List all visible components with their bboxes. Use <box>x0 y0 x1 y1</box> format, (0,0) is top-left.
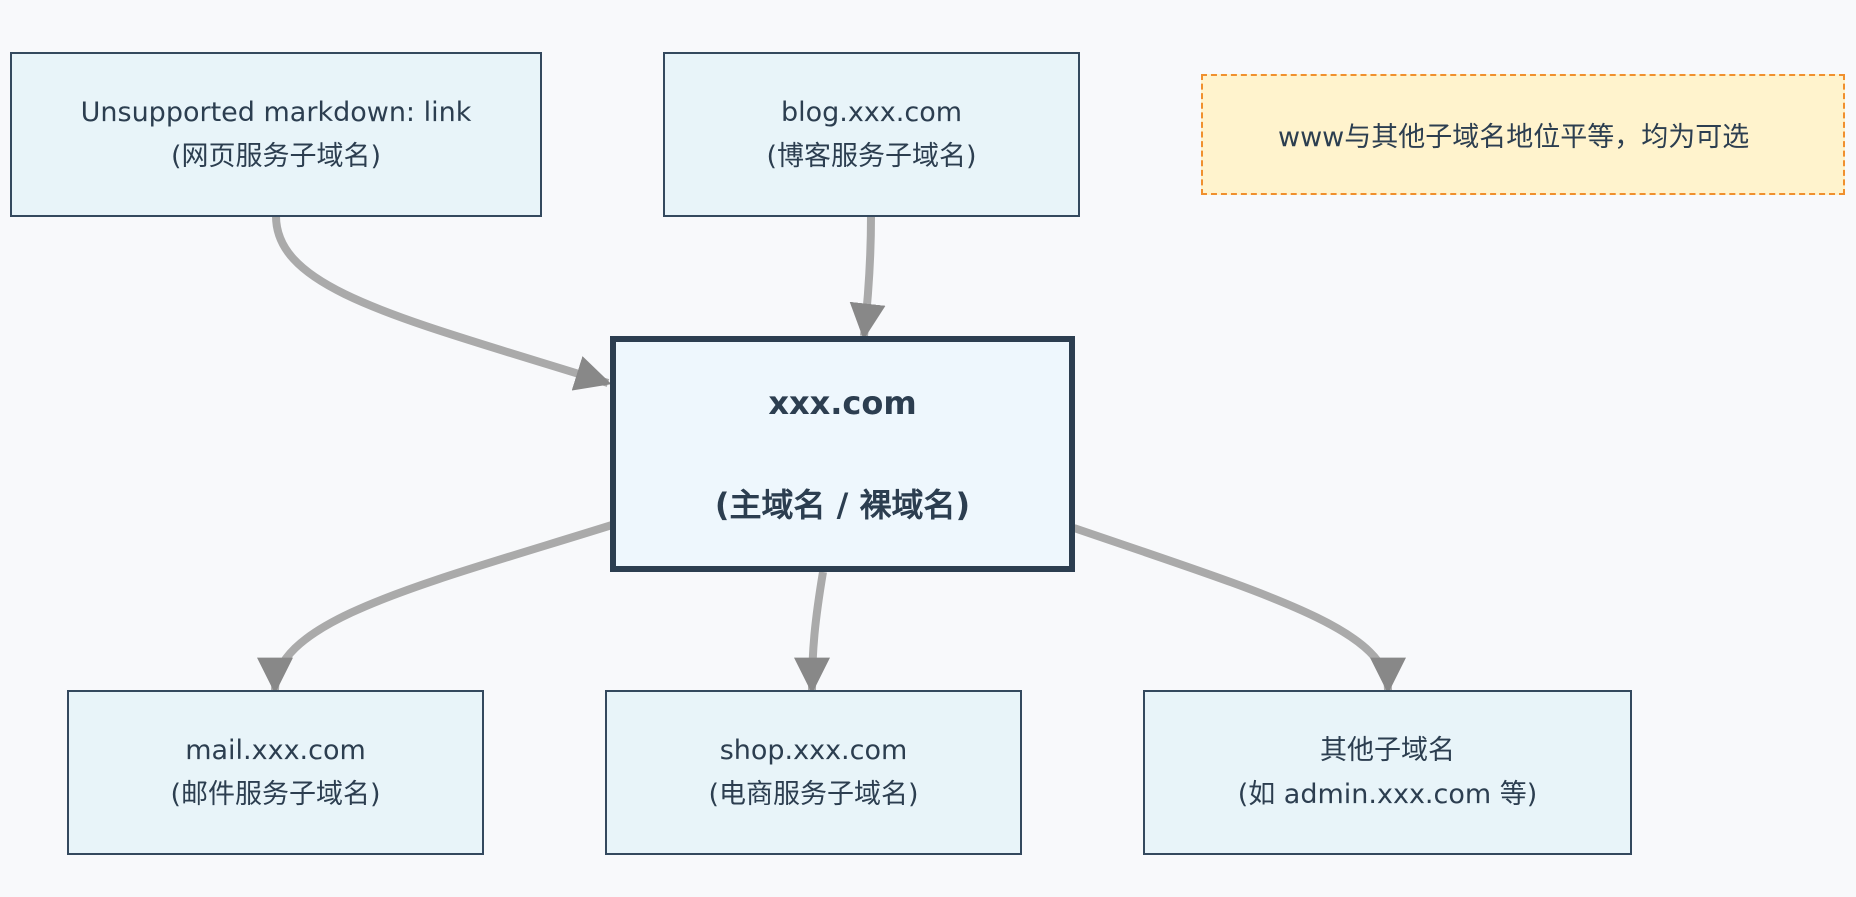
node-www-domain: Unsupported markdown: link <box>80 96 472 128</box>
node-mail: mail.xxx.com (邮件服务子域名) <box>67 690 484 855</box>
node-shop-desc: (电商服务子域名) <box>708 778 919 810</box>
node-other-title: 其他子域名 <box>1320 734 1455 766</box>
edge-main-to-shop <box>794 571 831 694</box>
node-main-domain: xxx.com <box>768 384 917 422</box>
note-box: www与其他子域名地位平等，均为可选 <box>1201 74 1845 195</box>
edge-main-to-mail <box>257 521 614 694</box>
node-blog-domain: blog.xxx.com <box>780 96 963 128</box>
node-shop-domain: shop.xxx.com <box>719 734 908 766</box>
node-main: xxx.com (主域名 / 裸域名) <box>610 336 1075 572</box>
node-other: 其他子域名 (如 admin.xxx.com 等) <box>1143 690 1632 855</box>
note-text: www与其他子域名地位平等，均为可选 <box>1278 122 1750 153</box>
node-main-desc: (主域名 / 裸域名) <box>714 486 971 524</box>
edge-blog-to-main <box>849 215 886 340</box>
edge-www-to-main <box>272 215 612 391</box>
node-other-desc: (如 admin.xxx.com 等) <box>1237 778 1538 810</box>
node-www-desc: (网页服务子域名) <box>170 140 382 172</box>
node-blog-desc: (博客服务子域名) <box>766 140 977 172</box>
node-www: Unsupported markdown: link (网页服务子域名) <box>10 52 542 217</box>
edge-main-to-other <box>1072 524 1406 694</box>
node-mail-desc: (邮件服务子域名) <box>170 778 381 810</box>
node-blog: blog.xxx.com (博客服务子域名) <box>663 52 1080 217</box>
node-mail-domain: mail.xxx.com <box>185 734 366 766</box>
node-shop: shop.xxx.com (电商服务子域名) <box>605 690 1022 855</box>
